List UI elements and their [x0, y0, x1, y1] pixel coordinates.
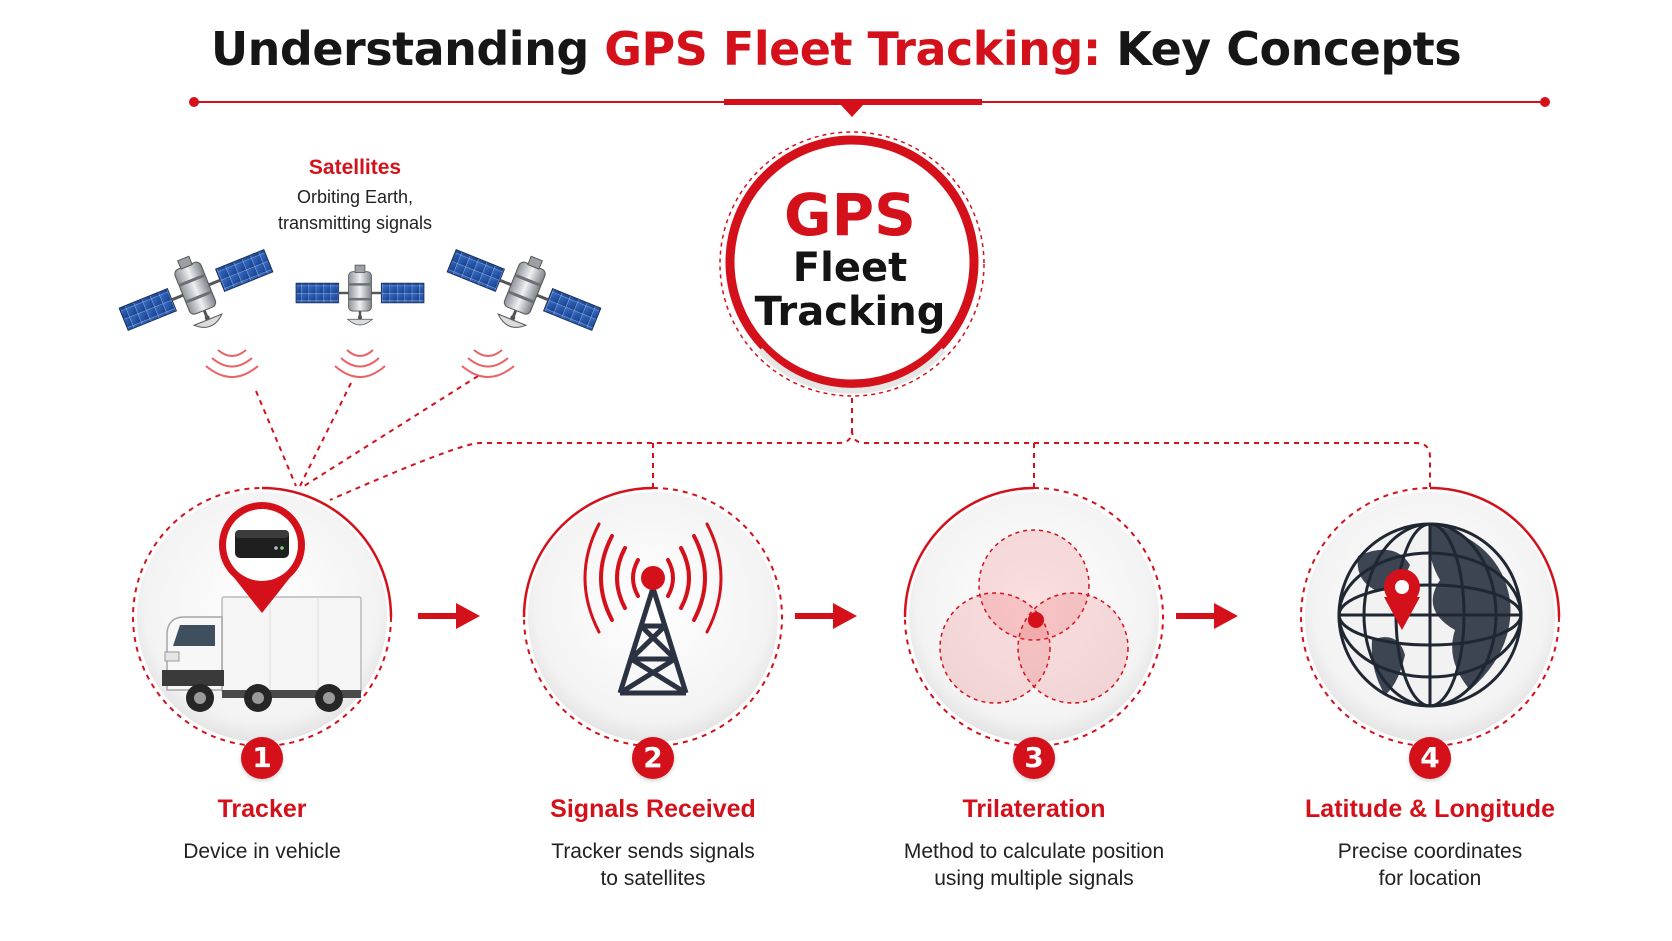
step-2-desc-line1: Tracker sends signals [551, 840, 755, 863]
hub-line-gps: GPS [784, 181, 916, 249]
step-2-desc-line2: to satellites [600, 867, 706, 890]
step-2-title: Signals Received [550, 795, 756, 823]
step-2-disc [522, 486, 784, 748]
step-1-badge: 1 [241, 737, 283, 779]
step-4-title: Latitude & Longitude [1305, 795, 1555, 823]
satellites-description-line1: Orbiting Earth, [296, 187, 414, 207]
satellites-caption: Satellites Orbiting Earth, transmitting … [240, 156, 470, 236]
satellites-description-line2: transmitting signals [277, 213, 433, 233]
step-1: 1 Tracker Device in vehicle [92, 737, 432, 865]
satellite-icon [294, 263, 426, 327]
satellite-signal-waves [205, 349, 515, 378]
tracker-device-icon [235, 530, 289, 558]
step-3-badge: 3 [1013, 737, 1055, 779]
step-2-badge: 2 [632, 737, 674, 779]
title-part2: Key Concepts [1100, 22, 1462, 76]
step-4: 4 Latitude & Longitude Precise coordinat… [1260, 737, 1600, 892]
title-part1: Understanding [210, 22, 605, 76]
step-3-desc-line1: Method to calculate position [903, 840, 1165, 863]
branch-connectors [255, 375, 1431, 501]
satellite-icon [109, 227, 285, 357]
step-1-desc-line1: Device in vehicle [183, 840, 341, 863]
step-3-desc-line2: using multiple signals [934, 867, 1134, 890]
truck-icon [162, 596, 362, 712]
hub-line-fleet: Fleet [792, 245, 908, 291]
signal-tower-icon [583, 522, 723, 696]
step-4-description: Precise coordinates for location [1260, 838, 1600, 892]
step-3-title: Trilateration [962, 795, 1106, 823]
step-4-badge: 4 [1409, 737, 1451, 779]
step-3: 3 Trilateration Method to calculate posi… [864, 737, 1204, 892]
satellites-description: Orbiting Earth, transmitting signals [240, 184, 470, 236]
satellite-icon [435, 227, 611, 357]
title-highlight: GPS Fleet Tracking: [604, 22, 1101, 76]
trilateration-icon [939, 529, 1129, 704]
page-title: Understanding GPS Fleet Tracking: Key Co… [0, 22, 1672, 76]
step-4-desc-line2: for location [1378, 867, 1482, 890]
step-3-description: Method to calculate position using multi… [864, 838, 1204, 892]
step-1-title: Tracker [217, 795, 307, 823]
arrow-right-icon [795, 603, 857, 629]
hub-label: GPS Fleet Tracking [740, 186, 960, 332]
title-rule [189, 97, 1550, 117]
satellites-title: Satellites [308, 156, 402, 179]
step-4-desc-line1: Precise coordinates [1337, 840, 1523, 863]
arrow-right-icon [1176, 603, 1238, 629]
arrow-right-icon [418, 603, 480, 629]
step-2-description: Tracker sends signals to satellites [483, 838, 823, 892]
hub-line-tracking: Tracking [754, 289, 946, 335]
step-1-description: Device in vehicle [92, 838, 432, 865]
step-2: 2 Signals Received Tracker sends signals… [483, 737, 823, 892]
hub-circle [719, 131, 985, 397]
globe-icon [1337, 522, 1523, 708]
